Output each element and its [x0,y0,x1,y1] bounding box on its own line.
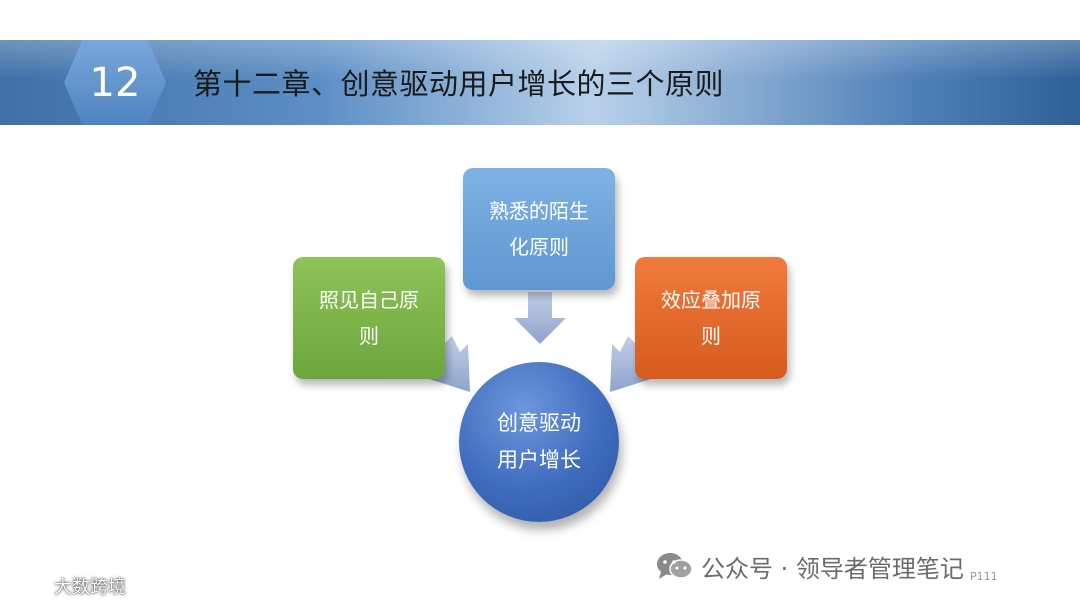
page-title: 第十二章、创意驱动用户增长的三个原则 [193,67,725,101]
brand-logo-icon [8,578,48,594]
box-left-line2: 则 [359,324,379,348]
chapter-hexagon [64,40,166,125]
box-right-line1: 效应叠加原 [661,288,761,312]
box-left-line1: 照见自己原 [319,288,419,312]
principle-box-stacking-effect: 效应叠加原 则 [635,257,787,379]
chapter-number: 12 [89,59,141,106]
watermark: 公众号 · 领导者管理笔记 [655,548,964,584]
brand-text: 大数跨境 [54,577,126,598]
center-circle-creative-growth: 创意驱动 用户增长 [459,362,619,522]
box-top-line2: 化原则 [509,235,569,259]
principle-box-self-reflection: 照见自己原 则 [293,257,445,379]
arrow-down [514,292,566,344]
wechat-icon [657,553,693,579]
header-band [0,40,1080,125]
center-line2: 用户增长 [497,448,581,472]
principle-box-familiar-stranger: 熟悉的陌生 化原则 [463,168,615,290]
brand-mark: 大数跨境 [6,572,126,600]
box-top-line1: 熟悉的陌生 [489,199,589,223]
box-right-line2: 则 [701,324,721,348]
watermark-text: 公众号 · 领导者管理笔记 [701,554,964,583]
page-label: P111 [970,570,998,583]
center-line1: 创意驱动 [497,411,581,435]
